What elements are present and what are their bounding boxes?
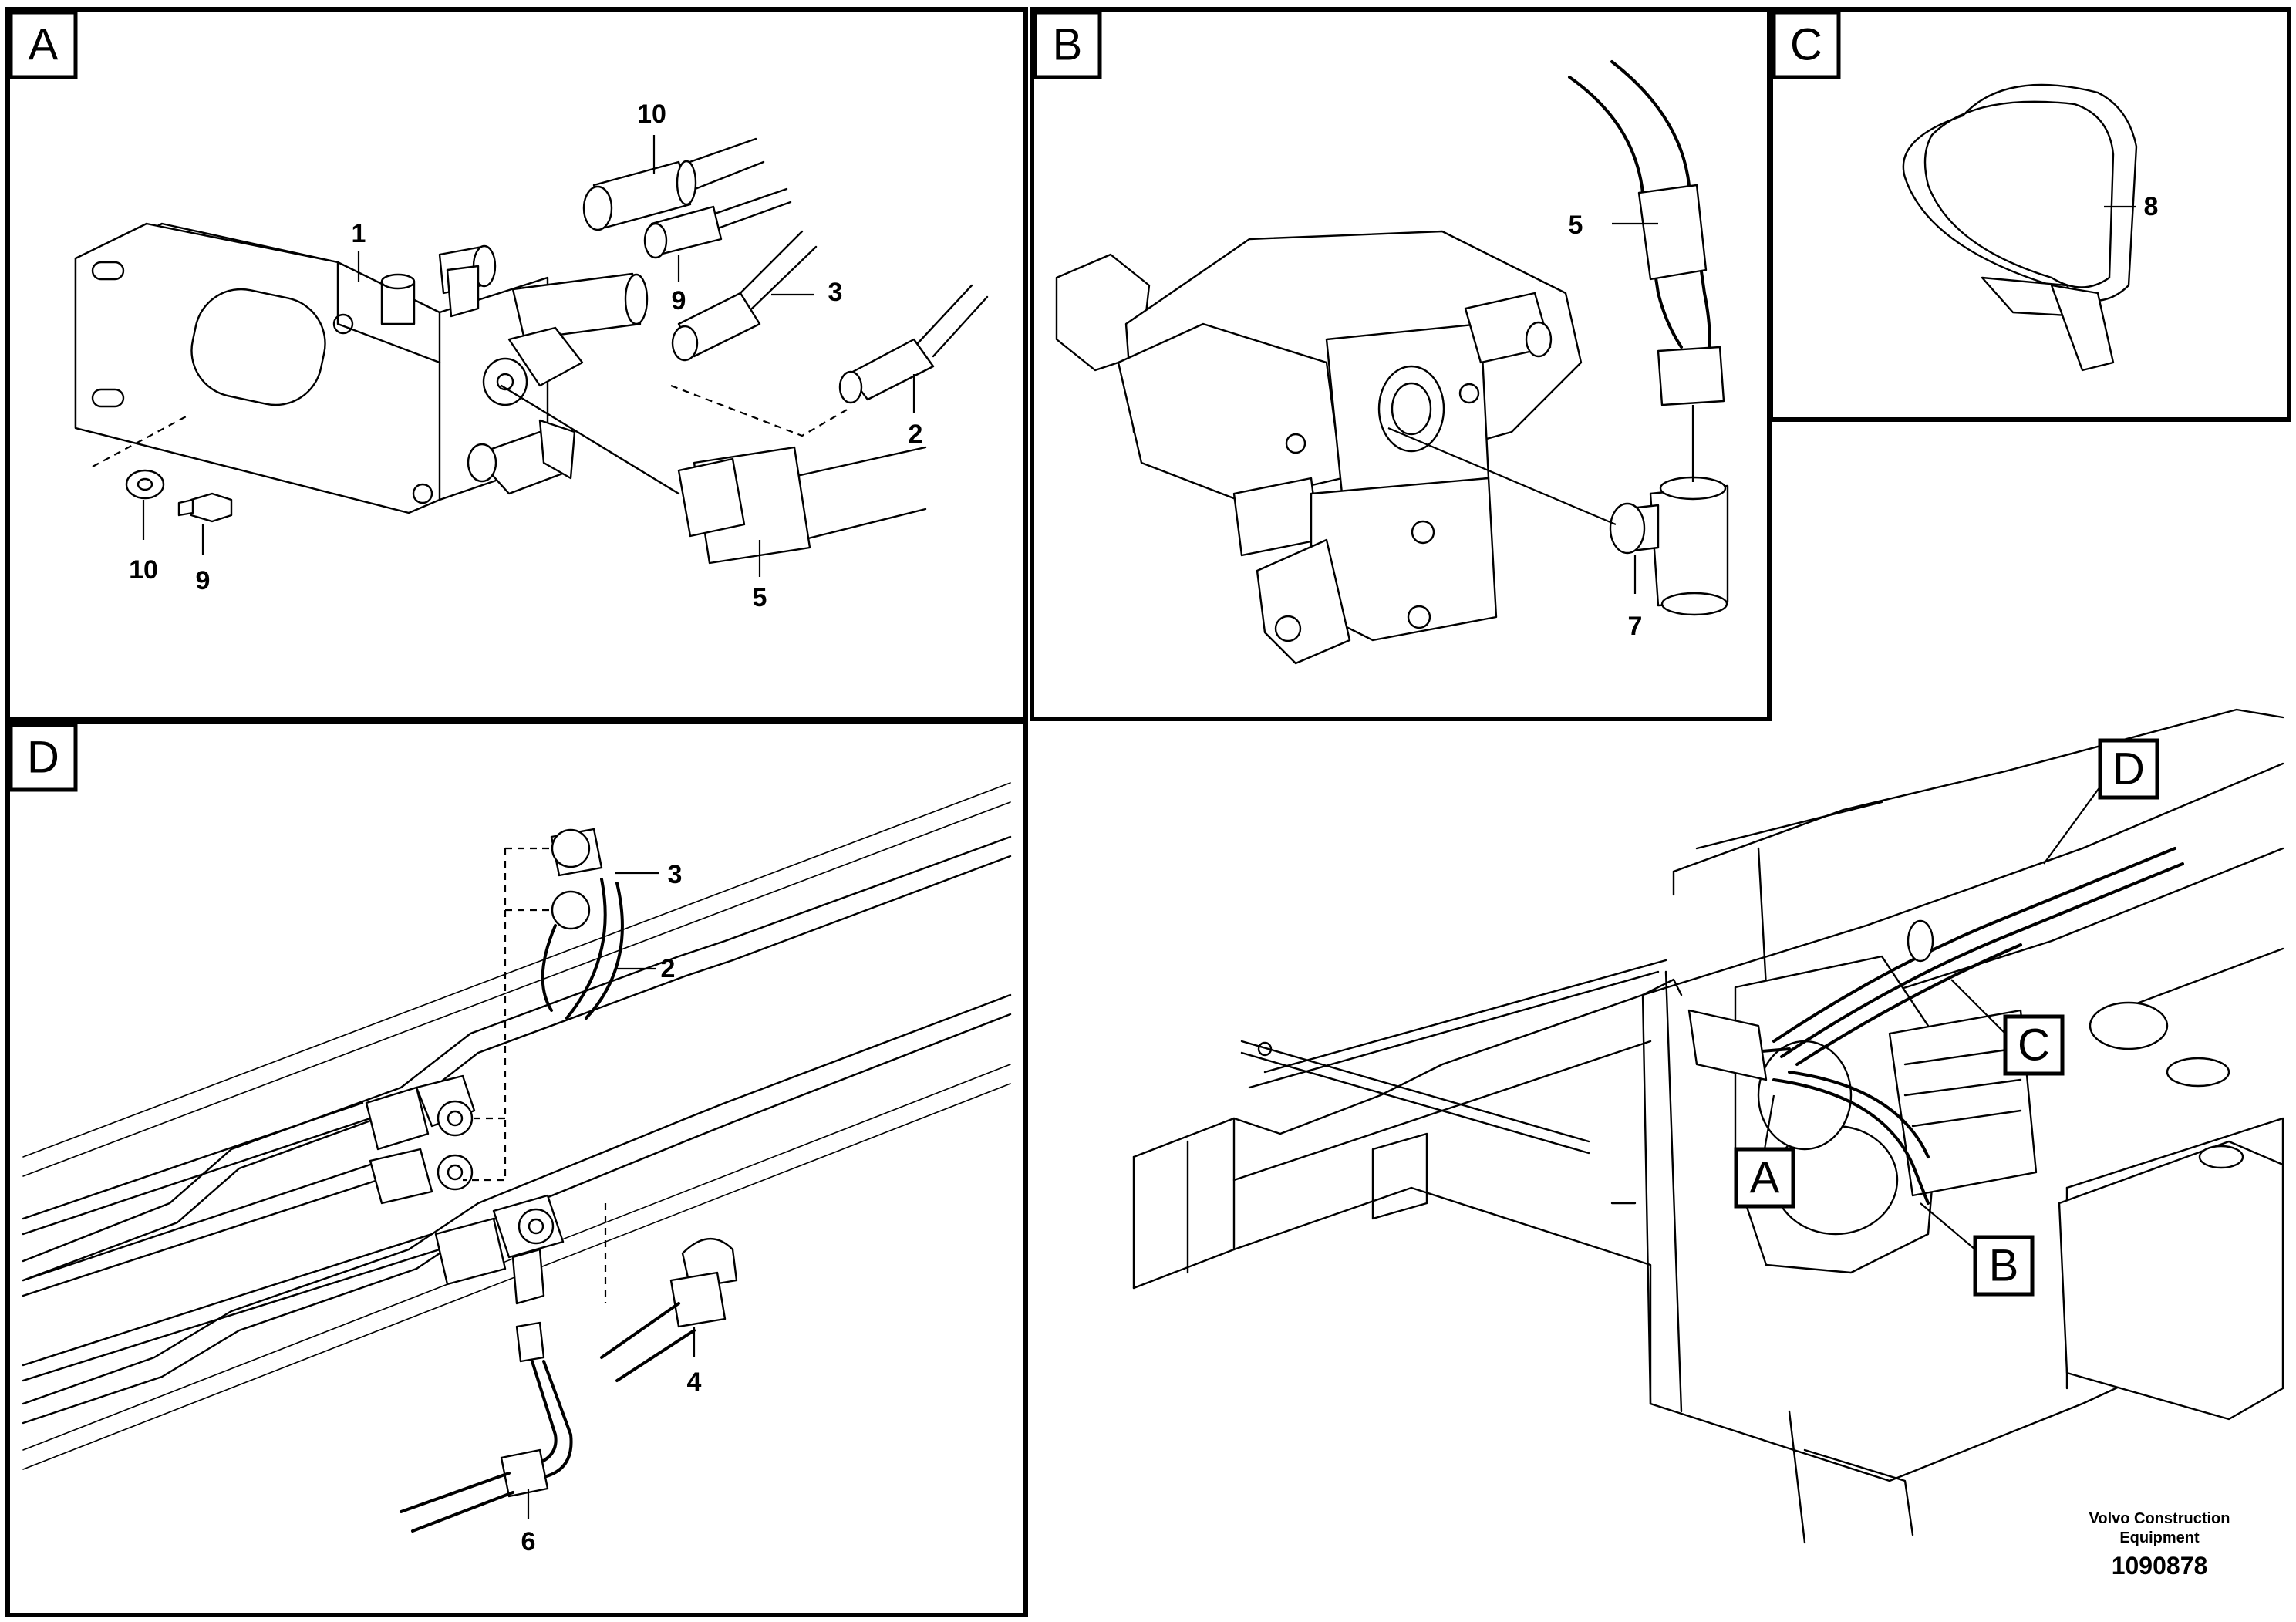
publisher-name: Volvo Construction xyxy=(2089,1510,2230,1527)
callout-6d: 6 xyxy=(521,1527,536,1556)
callout-4d: 4 xyxy=(687,1367,702,1397)
footer-block: Volvo Construction Equipment 1090878 xyxy=(2089,1510,2230,1580)
hose-3 xyxy=(671,230,818,362)
union-fittings xyxy=(365,1074,565,1305)
callout-3: 3 xyxy=(828,278,843,307)
hose-4-d xyxy=(600,1238,738,1382)
callout-3d: 3 xyxy=(668,860,683,889)
callout-9: 9 xyxy=(196,566,211,595)
panel-d-letter: D xyxy=(27,733,59,783)
callout-6: 9 xyxy=(672,286,686,315)
panel-c: C 8 xyxy=(1772,10,2159,372)
hose-4 xyxy=(582,137,765,231)
machine-overview: A B C D xyxy=(1132,708,2284,1544)
panel-d-frame xyxy=(5,720,1028,1617)
hose-6 xyxy=(643,187,792,259)
panel-a-frame xyxy=(5,7,1028,721)
callout-1: 1 xyxy=(352,219,366,248)
hose-clamp xyxy=(1902,83,2138,372)
overview-marker-b: B xyxy=(1989,1241,2019,1291)
panel-a-letter: A xyxy=(29,20,59,70)
hose-3-d xyxy=(550,828,624,1020)
hose-2 xyxy=(838,284,989,404)
callout-10: 10 xyxy=(129,555,158,585)
callout-2: 2 xyxy=(909,420,923,449)
bolt xyxy=(177,492,233,523)
illustration-number: 1090878 xyxy=(2112,1552,2208,1580)
hose-6-d xyxy=(400,1321,573,1533)
panel-c-frame xyxy=(1768,7,2291,422)
mounting-bracket xyxy=(74,222,549,514)
fitting-group xyxy=(380,244,649,495)
overview-marker-c: C xyxy=(2018,1020,2050,1071)
panel-a: A xyxy=(8,10,989,612)
frame-rails xyxy=(22,782,1012,1470)
hose-2-d xyxy=(541,890,591,1012)
panel-c-letter: C xyxy=(1790,20,1822,70)
tee-fitting xyxy=(1609,476,1729,616)
callout-5: 5 xyxy=(753,583,767,612)
callout-4: 10 xyxy=(637,99,666,129)
publisher-name-line2: Equipment xyxy=(2119,1529,2200,1546)
overview-marker-a: A xyxy=(1750,1153,1780,1203)
hydraulic-pump xyxy=(1055,230,1583,665)
hose-5 xyxy=(500,384,927,565)
hose-5-b xyxy=(1568,60,1725,406)
callout-8: 8 xyxy=(2144,192,2159,221)
callout-2d: 2 xyxy=(661,954,676,983)
panel-d: D xyxy=(8,723,1012,1556)
panel-b: B xyxy=(1033,10,1729,665)
panel-b-letter: B xyxy=(1053,20,1083,70)
callout-7: 7 xyxy=(1628,612,1643,641)
overview-marker-d: D xyxy=(2112,744,2145,794)
washer xyxy=(125,469,165,500)
callout-5b: 5 xyxy=(1569,211,1583,240)
